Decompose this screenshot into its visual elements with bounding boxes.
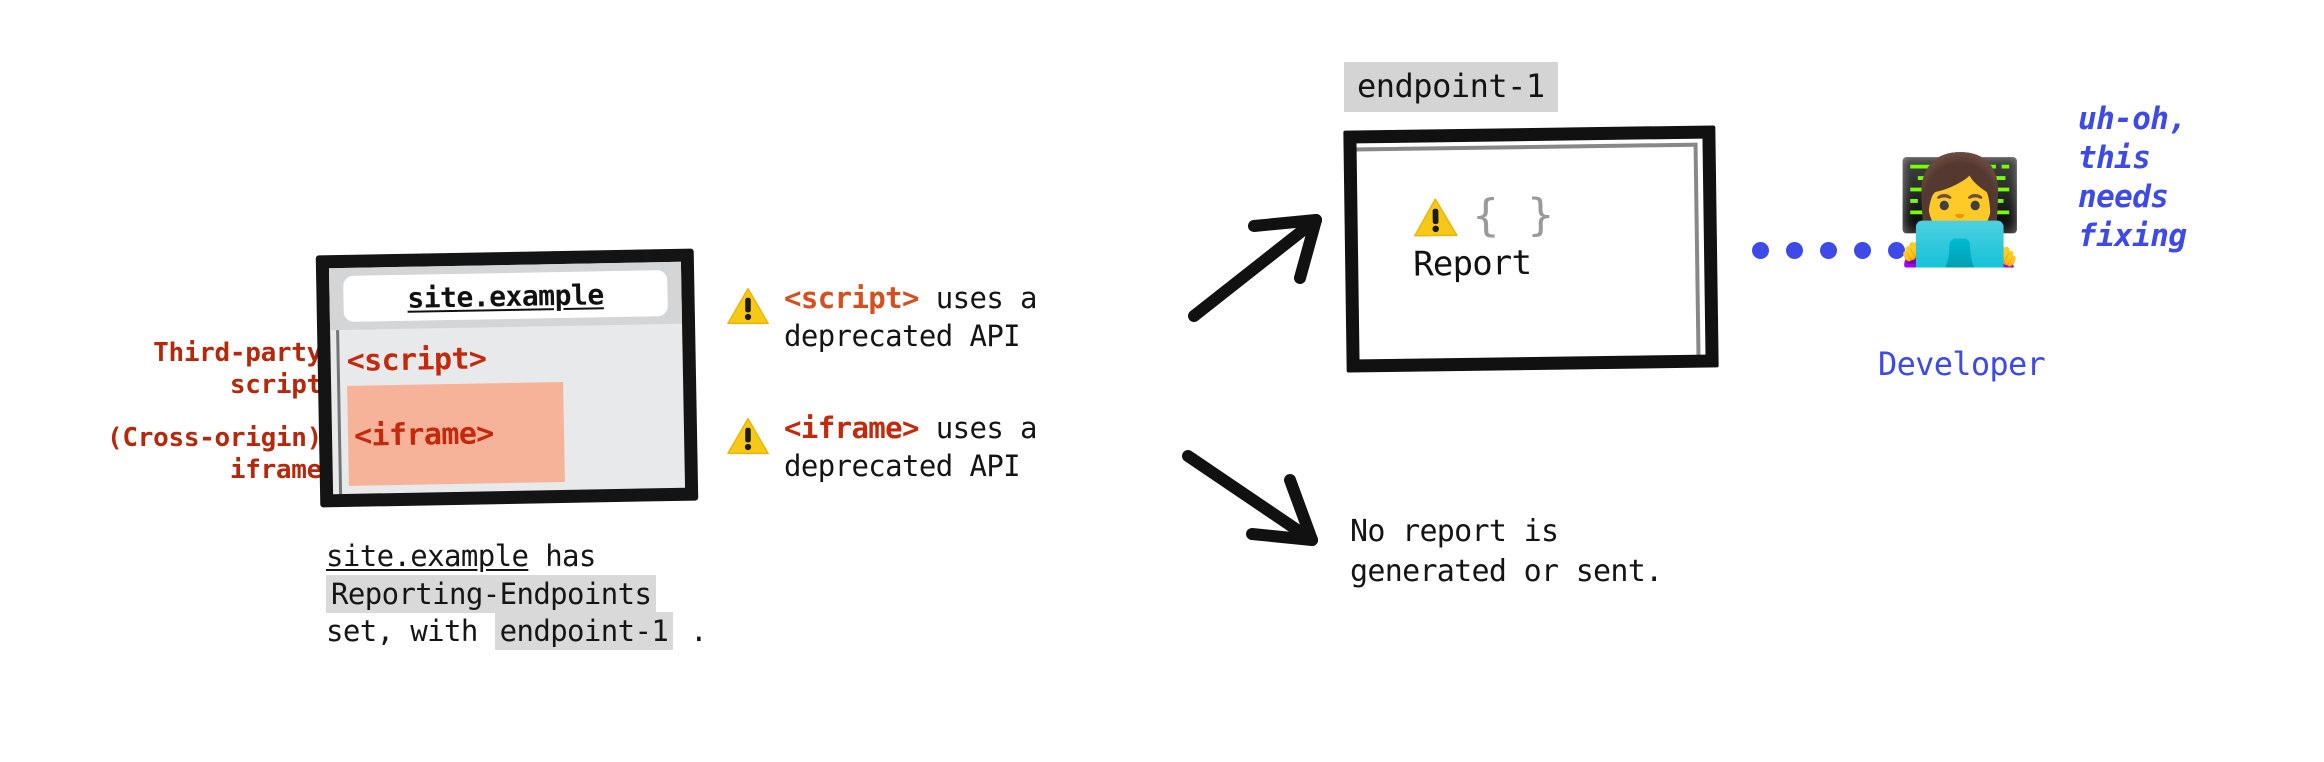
- arrow-to-no-report-icon: [1182, 450, 1318, 546]
- cross-origin-iframe-label-line2: iframe: [229, 455, 322, 486]
- caption-period: .: [673, 614, 707, 649]
- caption-line-3: set, with endpoint-1 .: [326, 612, 886, 651]
- caption-site: site.example: [326, 539, 529, 573]
- connector-dot: [1786, 242, 1803, 259]
- third-party-script-label-line1: Third-party: [153, 338, 322, 368]
- endpoint-label: endpoint-1: [1344, 62, 1558, 112]
- connector-dot: [1820, 242, 1837, 259]
- arrow-to-report-icon: [1188, 214, 1322, 322]
- caption-header-chip: Reporting-Endpoints: [326, 574, 657, 613]
- warning-script-line2: deprecated API: [784, 318, 1021, 353]
- url-bar[interactable]: site.example: [343, 270, 668, 322]
- left-annotations: Third-party script (Cross-origin) iframe: [60, 338, 322, 487]
- warning-text-iframe: <iframe> uses a deprecated API: [784, 410, 1038, 485]
- browser-window: site.example <script> <iframe>: [315, 248, 716, 524]
- developer-speech: uh-oh, this needs fixing: [2078, 100, 2187, 256]
- browser-caption: site.example has Reporting-Endpoints set…: [326, 538, 886, 651]
- iframe-region: <iframe>: [347, 381, 565, 486]
- report-box: { } Report: [1343, 125, 1730, 386]
- warning-triangle-icon: [1414, 198, 1458, 237]
- connector-dot: [1922, 242, 1939, 259]
- script-tag-text: <script>: [346, 341, 487, 379]
- warning-script-rest: uses a: [918, 281, 1038, 315]
- cross-origin-iframe-label-line1: (Cross-origin): [107, 423, 322, 454]
- browser-frame: site.example <script> <iframe>: [315, 248, 699, 508]
- warning-script-tag: <script>: [784, 281, 919, 315]
- cross-origin-iframe-label: (Cross-origin) iframe: [60, 423, 322, 486]
- warning-triangle-icon: [727, 287, 769, 325]
- report-icon-row: { }: [1412, 189, 1556, 242]
- third-party-script-label: Third-party script: [60, 338, 322, 401]
- connector-dot: [1888, 242, 1905, 259]
- browser-content: <script> <iframe>: [330, 324, 685, 494]
- warning-iframe-tag: <iframe>: [784, 411, 919, 445]
- json-braces-icon: { }: [1472, 189, 1556, 242]
- developer-avatar-icon: 👩‍💻: [1895, 149, 2025, 271]
- warning-triangle-icon: [727, 417, 769, 455]
- report-label: Report: [1412, 243, 1532, 285]
- caption-endpoint-chip: endpoint-1: [494, 612, 674, 651]
- developer-label: Developer: [1878, 345, 2046, 383]
- caption-line-1: site.example has: [326, 538, 886, 576]
- developer-speech-line1: uh-oh,: [2078, 101, 2187, 137]
- iframe-tag-text: <iframe>: [353, 415, 495, 454]
- caption-has: has: [528, 539, 596, 573]
- connector-dot: [1854, 242, 1871, 259]
- report-box-frame: { } Report: [1343, 125, 1719, 373]
- caption-line-2: Reporting-Endpoints: [326, 574, 886, 614]
- warning-script-line1: <script> uses a: [784, 280, 1038, 318]
- warning-iframe-rest: uses a: [918, 411, 1038, 445]
- third-party-script-label-line2: script: [229, 369, 322, 400]
- no-report-line1: No report is: [1350, 514, 1559, 549]
- developer-speech-line4: fixing: [2078, 218, 2187, 255]
- warning-row-script: <script> uses a deprecated API: [726, 280, 1038, 355]
- developer-speech-line3: needs: [2078, 179, 2169, 216]
- warning-row-iframe: <iframe> uses a deprecated API: [726, 410, 1038, 485]
- caption-set-with: set, with: [326, 614, 495, 649]
- warning-text-script: <script> uses a deprecated API: [784, 280, 1038, 355]
- browser-chrome-bar: site.example: [328, 261, 683, 331]
- developer-speech-line2: this: [2078, 140, 2151, 177]
- dotted-connector: [1752, 242, 1939, 259]
- connector-dot: [1752, 242, 1769, 259]
- no-report-text: No report is generated or sent.: [1350, 512, 1663, 591]
- url-text: site.example: [407, 277, 604, 315]
- warning-iframe-line1: <iframe> uses a: [784, 410, 1038, 448]
- no-report-line2: generated or sent.: [1350, 553, 1663, 589]
- warning-iframe-line2: deprecated API: [784, 448, 1021, 483]
- report-box-content: { } Report: [1412, 189, 1556, 285]
